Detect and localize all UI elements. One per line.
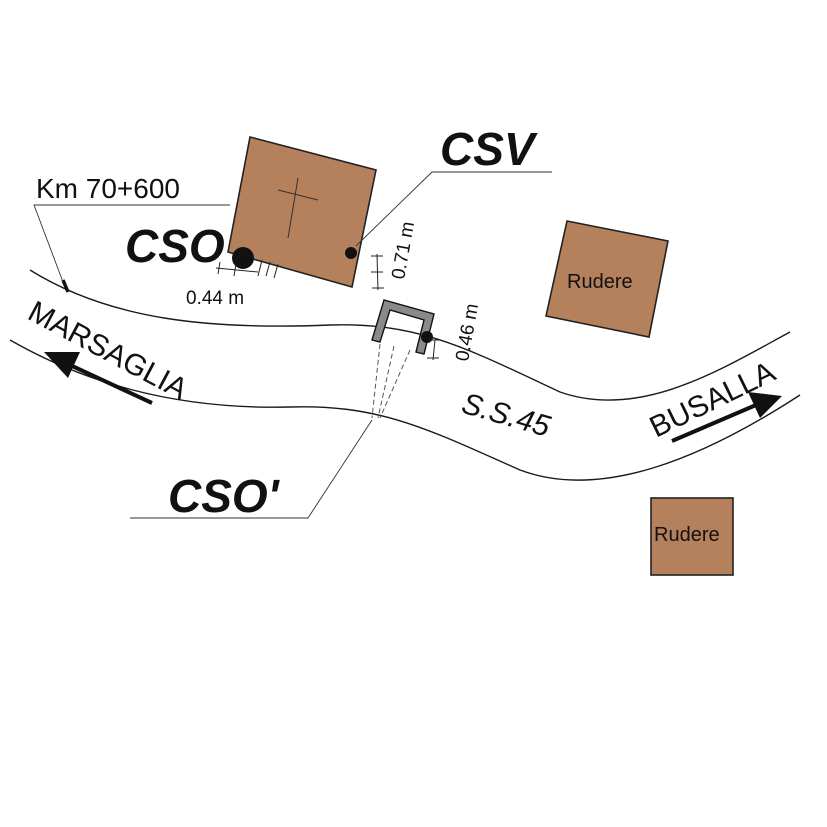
km-label: Km 70+600 bbox=[36, 173, 180, 204]
dimension-0-71 bbox=[371, 253, 384, 291]
csv-leader-line bbox=[355, 171, 552, 247]
ruin-2-label: Rudere bbox=[654, 524, 720, 546]
dimension-0-46 bbox=[427, 339, 441, 361]
dimension-0-44-label: 0.44 m bbox=[186, 288, 244, 309]
dimension-0-44 bbox=[215, 259, 279, 279]
ruin-building-1 bbox=[545, 220, 669, 338]
road-edge-south bbox=[9, 339, 801, 481]
cso-label: CSO bbox=[125, 220, 225, 272]
road-label: S.S.45 bbox=[458, 387, 554, 444]
direction-left-label: MARSAGLIA bbox=[23, 295, 193, 406]
km-marker bbox=[61, 279, 70, 293]
cso-prime-projection bbox=[371, 343, 411, 419]
km-leader-line bbox=[33, 204, 230, 283]
building-main bbox=[227, 136, 377, 289]
csv-point bbox=[345, 247, 357, 259]
shelter-structure bbox=[371, 299, 435, 355]
cso-prime-leader-line bbox=[130, 419, 373, 519]
csv-label: CSV bbox=[440, 123, 538, 175]
cso-point bbox=[232, 247, 254, 269]
ruin-building-2 bbox=[650, 497, 734, 576]
ruin-1-label: Rudere bbox=[567, 271, 633, 293]
cso-prime-point bbox=[421, 331, 433, 343]
arrow-left-icon bbox=[44, 352, 153, 405]
dimension-0-71-label: 0.71 m bbox=[388, 220, 419, 281]
cross-icon bbox=[277, 177, 319, 239]
cso-prime-label: CSO' bbox=[168, 470, 281, 522]
arrow-right-icon bbox=[671, 392, 782, 443]
